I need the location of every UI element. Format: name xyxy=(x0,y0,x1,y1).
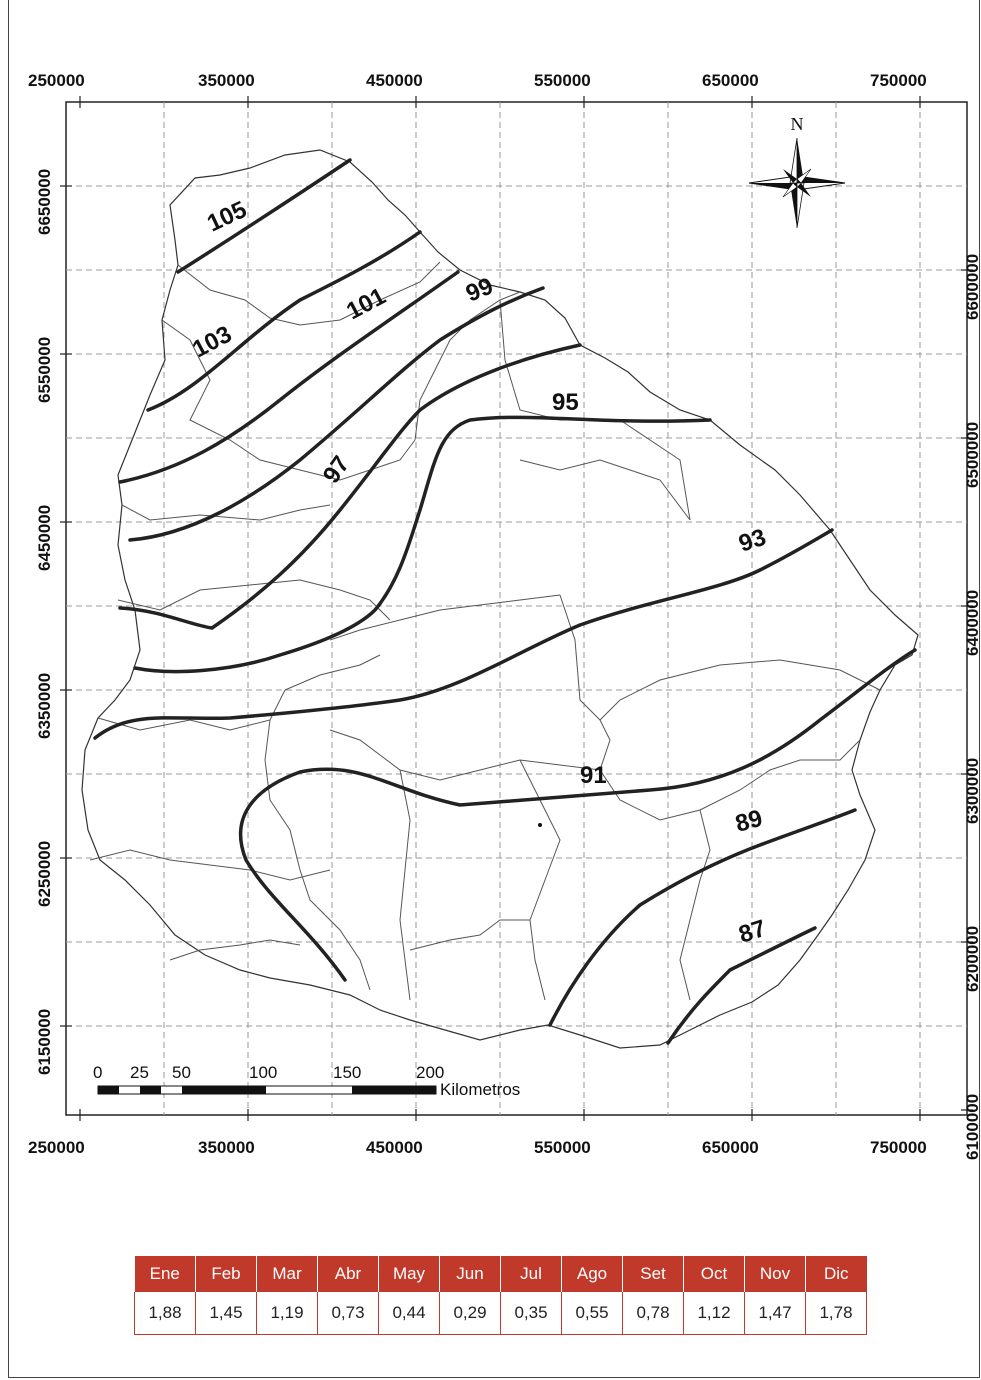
northing-label: 6150000 xyxy=(35,1009,54,1075)
isoline-label-91: 91 xyxy=(580,762,607,789)
easting-label: 550000 xyxy=(534,1138,591,1157)
scale-tick: 25 xyxy=(130,1063,149,1082)
month-header: Mar xyxy=(256,1256,318,1292)
isoline-label-99: 99 xyxy=(462,273,497,308)
scale-tick: 50 xyxy=(172,1063,191,1082)
easting-label: 750000 xyxy=(870,71,927,90)
capital-point xyxy=(538,823,542,827)
month-value: 1,88 xyxy=(134,1292,196,1335)
isoline-label-101: 101 xyxy=(342,283,390,326)
month-header: Ago xyxy=(561,1256,623,1292)
scale-unit: Kilometros xyxy=(440,1080,520,1099)
scale-tick: 150 xyxy=(333,1063,361,1082)
easting-label: 350000 xyxy=(198,71,255,90)
month-value: 1,12 xyxy=(683,1292,745,1335)
department-boundaries xyxy=(89,261,881,1001)
page-frame xyxy=(8,0,980,1378)
table-header-row: Ene Feb Mar Abr May Jun Jul Ago Set Oct … xyxy=(134,1256,867,1292)
northing-label: 6650000 xyxy=(35,169,54,235)
easting-label: 450000 xyxy=(366,1138,423,1157)
isoline-93 xyxy=(93,528,834,740)
scale-tick: 100 xyxy=(249,1063,277,1082)
scale-tick: 0 xyxy=(93,1063,102,1082)
northing-label: 6200000 xyxy=(963,926,981,992)
easting-label: 650000 xyxy=(702,1138,759,1157)
isoline-103 xyxy=(146,230,422,412)
graticule xyxy=(66,102,967,1115)
scale-tick: 200 xyxy=(416,1063,444,1082)
month-header: Feb xyxy=(195,1256,257,1292)
northing-label: 6350000 xyxy=(35,673,54,739)
country-outline xyxy=(81,149,919,1049)
northing-label: 6400000 xyxy=(963,590,981,656)
easting-label: 550000 xyxy=(534,71,591,90)
month-value: 1,19 xyxy=(256,1292,318,1335)
northing-label: 6550000 xyxy=(35,337,54,403)
northing-label: 6250000 xyxy=(35,841,54,907)
map-frame xyxy=(65,101,968,1116)
month-value: 0,73 xyxy=(317,1292,379,1335)
month-value: 1,47 xyxy=(744,1292,806,1335)
isoline-95 xyxy=(133,415,712,674)
isolines xyxy=(93,158,917,1045)
easting-labels-top: 250000 350000 450000 550000 650000 75000… xyxy=(28,71,927,90)
easting-label: 650000 xyxy=(702,71,759,90)
isoline-label-93: 93 xyxy=(736,524,770,558)
month-value: 1,45 xyxy=(195,1292,257,1335)
isoline-label-95: 95 xyxy=(552,389,579,416)
month-header: Oct xyxy=(683,1256,745,1292)
northing-label: 6300000 xyxy=(963,758,981,824)
easting-label: 250000 xyxy=(28,71,85,90)
table-row: 1,88 1,45 1,19 0,73 0,44 0,29 0,35 0,55 … xyxy=(134,1292,867,1335)
isoline-101 xyxy=(118,270,460,484)
monthly-table-container: Ene Feb Mar Abr May Jun Jul Ago Set Oct … xyxy=(134,1256,867,1335)
isoline-label-89: 89 xyxy=(733,805,766,838)
northing-label: 6450000 xyxy=(35,505,54,571)
month-header: Jul xyxy=(500,1256,562,1292)
month-header: Dic xyxy=(805,1256,867,1292)
isoline-map: 250000 350000 450000 550000 650000 75000… xyxy=(28,71,981,1160)
north-arrow-icon xyxy=(748,137,846,229)
month-header: May xyxy=(378,1256,440,1292)
frame-ticks xyxy=(60,96,973,1121)
northing-labels-left: 6650000 6550000 6450000 6350000 6250000 … xyxy=(35,169,54,1075)
isoline-label-87: 87 xyxy=(736,915,770,949)
month-header: Nov xyxy=(744,1256,806,1292)
scale-bar: 0 25 50 100 150 200 Kilometros xyxy=(93,1063,520,1099)
month-value: 0,35 xyxy=(500,1292,562,1335)
month-value: 0,78 xyxy=(622,1292,684,1335)
isoline-105 xyxy=(176,158,352,274)
month-value: 0,55 xyxy=(561,1292,623,1335)
northing-labels-right: 6600000 6500000 6400000 6300000 6200000 … xyxy=(963,254,981,1160)
north-label: N xyxy=(791,114,804,134)
month-header: Set xyxy=(622,1256,684,1292)
isoline-89 xyxy=(548,808,857,1027)
month-value: 1,78 xyxy=(805,1292,867,1335)
month-value: 0,29 xyxy=(439,1292,501,1335)
month-header: Abr xyxy=(317,1256,379,1292)
northing-label: 6100000 xyxy=(963,1094,981,1160)
isoline-97 xyxy=(118,343,582,630)
easting-label: 250000 xyxy=(28,1138,85,1157)
isoline-87 xyxy=(666,926,817,1045)
northing-label: 6500000 xyxy=(963,422,981,488)
northing-label: 6600000 xyxy=(963,254,981,320)
isoline-label-97: 97 xyxy=(318,451,355,488)
easting-label: 450000 xyxy=(366,71,423,90)
easting-labels-bottom: 250000 350000 450000 550000 650000 75000… xyxy=(28,1138,927,1157)
month-header: Jun xyxy=(439,1256,501,1292)
monthly-table: Ene Feb Mar Abr May Jun Jul Ago Set Oct … xyxy=(134,1256,867,1335)
easting-label: 350000 xyxy=(198,1138,255,1157)
month-header: Ene xyxy=(134,1256,196,1292)
isoline-91 xyxy=(238,648,917,982)
isoline-99 xyxy=(128,286,545,542)
month-value: 0,44 xyxy=(378,1292,440,1335)
isoline-labels: 105 103 101 99 97 95 93 91 89 87 xyxy=(188,196,769,949)
easting-label: 750000 xyxy=(870,1138,927,1157)
